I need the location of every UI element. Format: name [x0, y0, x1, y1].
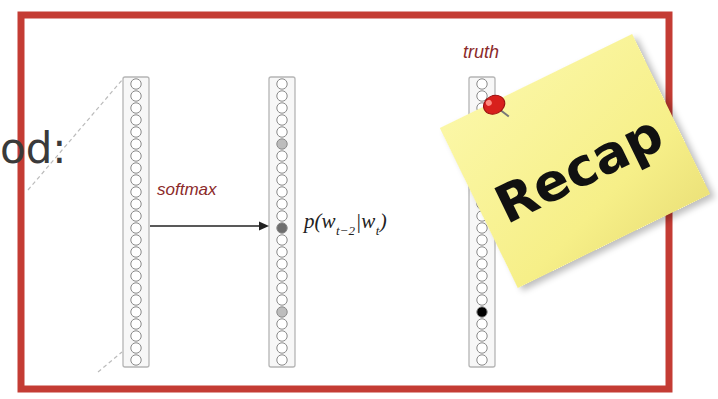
neuron — [131, 331, 141, 341]
neuron — [277, 331, 287, 341]
neuron — [277, 127, 287, 137]
neuron — [131, 139, 141, 149]
neuron — [131, 151, 141, 161]
neuron — [477, 259, 487, 269]
neuron — [131, 103, 141, 113]
neuron — [131, 343, 141, 353]
neuron — [477, 307, 487, 317]
neuron — [477, 355, 487, 365]
neuron — [277, 223, 287, 233]
neuron — [277, 175, 287, 185]
neuron — [277, 79, 287, 89]
formula-subscript: t−2 — [336, 224, 355, 237]
neuron — [131, 223, 141, 233]
neuron — [131, 295, 141, 305]
layer-column — [123, 77, 149, 367]
neuron — [477, 271, 487, 281]
neuron — [131, 355, 141, 365]
arrow-line — [150, 225, 262, 226]
sticky-note: Recap — [440, 34, 710, 288]
neuron — [131, 283, 141, 293]
neuron — [277, 295, 287, 305]
operation-label: softmax — [157, 181, 217, 198]
neuron — [131, 91, 141, 101]
neuron — [277, 235, 287, 245]
neuron — [131, 307, 141, 317]
pin-head — [480, 92, 508, 118]
neuron — [477, 79, 487, 89]
neuron — [131, 211, 141, 221]
neuron — [277, 163, 287, 173]
neuron — [477, 319, 487, 329]
neuron — [277, 187, 287, 197]
neuron — [277, 283, 287, 293]
neuron — [277, 211, 287, 221]
neuron — [477, 223, 487, 233]
neuron — [277, 259, 287, 269]
neuron — [131, 79, 141, 89]
cut-heading: od: — [0, 128, 67, 170]
neuron — [131, 247, 141, 257]
neuron — [477, 295, 487, 305]
neuron — [277, 343, 287, 353]
pin-highlight — [485, 99, 493, 107]
neuron — [277, 355, 287, 365]
neuron — [131, 175, 141, 185]
neuron-columns — [123, 77, 495, 367]
neuron — [277, 103, 287, 113]
neuron — [277, 319, 287, 329]
neuron — [277, 271, 287, 281]
neuron — [131, 115, 141, 125]
softmax-arrow — [150, 222, 269, 231]
neuron — [277, 115, 287, 125]
neuron — [277, 151, 287, 161]
neuron — [477, 247, 487, 257]
neuron — [477, 331, 487, 341]
neuron — [277, 91, 287, 101]
neuron — [131, 319, 141, 329]
note-text: Recap — [487, 107, 670, 232]
neuron — [131, 199, 141, 209]
neuron — [477, 283, 487, 293]
neuron — [477, 343, 487, 353]
neuron — [277, 247, 287, 257]
neuron — [131, 127, 141, 137]
formula-part: |w — [355, 211, 375, 232]
neuron — [477, 235, 487, 245]
neuron — [131, 259, 141, 269]
neuron — [277, 199, 287, 209]
formula-part: ) — [380, 211, 387, 232]
dashed-line — [98, 352, 122, 372]
neuron — [131, 235, 141, 245]
formula-part: p(w — [304, 211, 336, 232]
neuron — [131, 163, 141, 173]
push-pin — [470, 80, 523, 133]
arrow-head — [259, 222, 269, 231]
formula-subscript: t — [376, 224, 380, 237]
neuron — [277, 307, 287, 317]
neuron — [131, 187, 141, 197]
neuron — [131, 271, 141, 281]
layer-column — [269, 77, 295, 367]
neuron — [277, 139, 287, 149]
truth-label: truth — [463, 43, 499, 61]
